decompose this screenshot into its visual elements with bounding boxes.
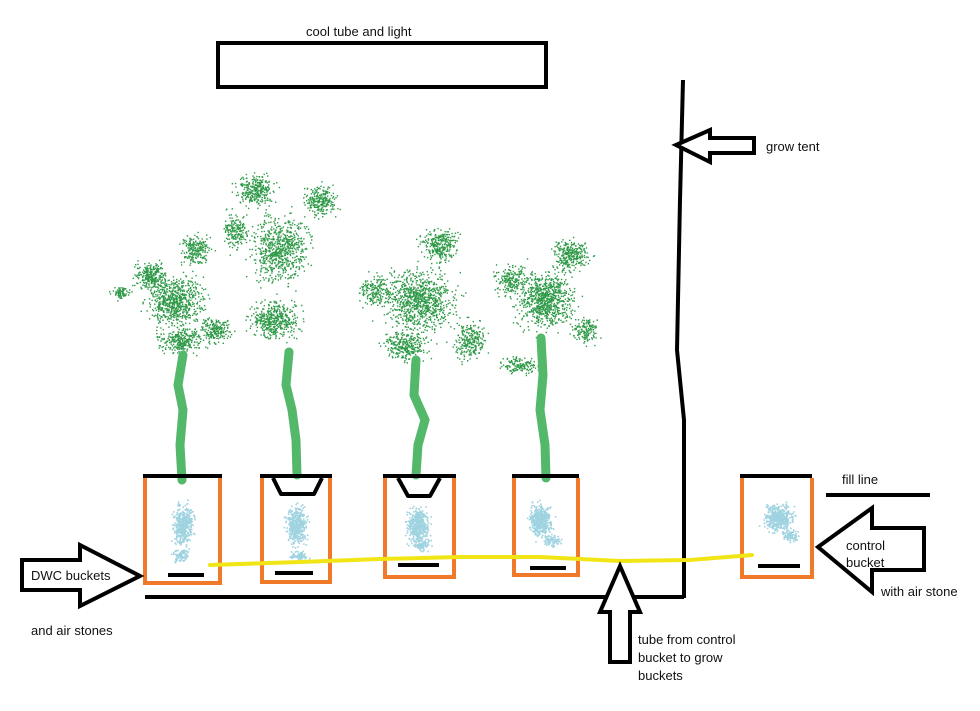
fill-line-label: fill line <box>842 472 879 487</box>
plant-stem-1 <box>173 350 188 485</box>
plant-foliage-2 <box>223 172 341 344</box>
plant-foliage-1 <box>109 231 236 357</box>
plant-stem-2 <box>281 347 302 480</box>
grow-bucket-3 <box>383 478 456 579</box>
tent-arrow-icon <box>671 126 756 166</box>
foliage-group <box>109 172 602 377</box>
tube-label-line3: buckets <box>638 668 683 683</box>
water-fill-2 <box>283 502 311 562</box>
light-label: cool tube and light <box>306 24 412 39</box>
control-label-line3: with air stone <box>881 584 958 599</box>
plant-foliage-3 <box>358 227 490 366</box>
water-fill-3 <box>404 505 433 553</box>
control-label-line2: bucket <box>846 555 885 570</box>
tube-label-line2: bucket to grow <box>638 650 723 665</box>
grow-bucket-1 <box>143 478 222 585</box>
tent-label: grow tent <box>766 139 820 154</box>
control-label-line1: control <box>846 538 886 553</box>
control-bucket <box>740 478 814 579</box>
water-group <box>170 499 800 564</box>
water-fill-1 <box>170 499 196 564</box>
net-pot-3 <box>396 477 442 498</box>
water-fill-4 <box>526 499 563 548</box>
grow-bucket-4 <box>512 478 580 577</box>
plant-foliage-4 <box>493 236 602 377</box>
grow-bucket-2 <box>260 478 332 584</box>
plant-stem-3 <box>409 355 430 480</box>
tent-wall <box>674 79 686 598</box>
buckets-arrow-icon <box>20 541 145 610</box>
control-bucket-arrow-icon <box>814 504 926 597</box>
light-fixture <box>216 41 548 89</box>
water-fill-control <box>758 501 800 544</box>
plant-stem-4 <box>535 333 551 483</box>
net-pot-2 <box>271 477 324 496</box>
buckets-label-line2: and air stones <box>31 623 113 638</box>
supply-tube <box>208 553 754 567</box>
tube-arrow-icon <box>596 560 644 664</box>
tube-label-line1: tube from control <box>638 632 736 647</box>
buckets-label-line1: DWC buckets <box>31 568 111 583</box>
